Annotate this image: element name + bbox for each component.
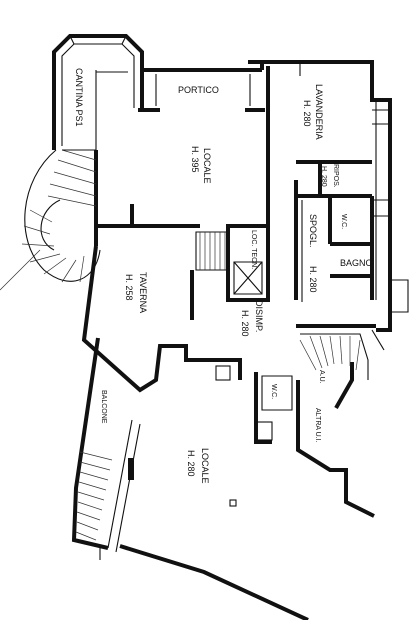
label-loc-tecn: LOC. TECN. bbox=[250, 230, 257, 269]
label-altra-ui: ALTRA U.I. bbox=[314, 408, 321, 443]
label-au: A.U. bbox=[318, 370, 325, 384]
label-ripos-h: H. 280 bbox=[320, 166, 327, 187]
walls bbox=[52, 34, 409, 620]
label-spogl: SPOGL. bbox=[308, 214, 318, 248]
label-cantina: CANTINA PS1 bbox=[74, 68, 84, 127]
label-portico: PORTICO bbox=[178, 85, 219, 95]
central-stair bbox=[195, 231, 229, 271]
label-locale-bottom-h: H. 280 bbox=[186, 450, 196, 477]
corner-stair bbox=[299, 333, 369, 380]
label-ripos: RIPOS. bbox=[332, 164, 339, 188]
label-wc-top: W.C. bbox=[340, 214, 347, 229]
balcony-hatch bbox=[75, 451, 134, 541]
label-locale-bottom: LOCALE bbox=[200, 448, 210, 484]
label-spogl-h: H. 280 bbox=[308, 266, 318, 293]
room-labels: CANTINA PS1 PORTICO LAVANDERIA H. 280 LO… bbox=[74, 68, 373, 484]
label-lavanderia-h: H. 280 bbox=[302, 100, 312, 127]
spiral-stair bbox=[0, 149, 101, 291]
label-balcone: BALCONE bbox=[100, 390, 107, 424]
label-disimp: DISIMP. bbox=[254, 300, 264, 332]
label-locale-top: LOCALE bbox=[202, 148, 212, 184]
label-bagno: BAGNO bbox=[340, 258, 373, 268]
label-taverna: TAVERNA bbox=[138, 272, 148, 313]
label-taverna-h: H. 258 bbox=[124, 274, 134, 301]
label-locale-top-h: H. 395 bbox=[190, 146, 200, 173]
label-wc-bottom: W.C. bbox=[270, 384, 277, 399]
label-disimp-h: H. 280 bbox=[240, 310, 250, 337]
plan-details bbox=[62, 60, 392, 560]
label-lavanderia: LAVANDERIA bbox=[314, 84, 324, 140]
